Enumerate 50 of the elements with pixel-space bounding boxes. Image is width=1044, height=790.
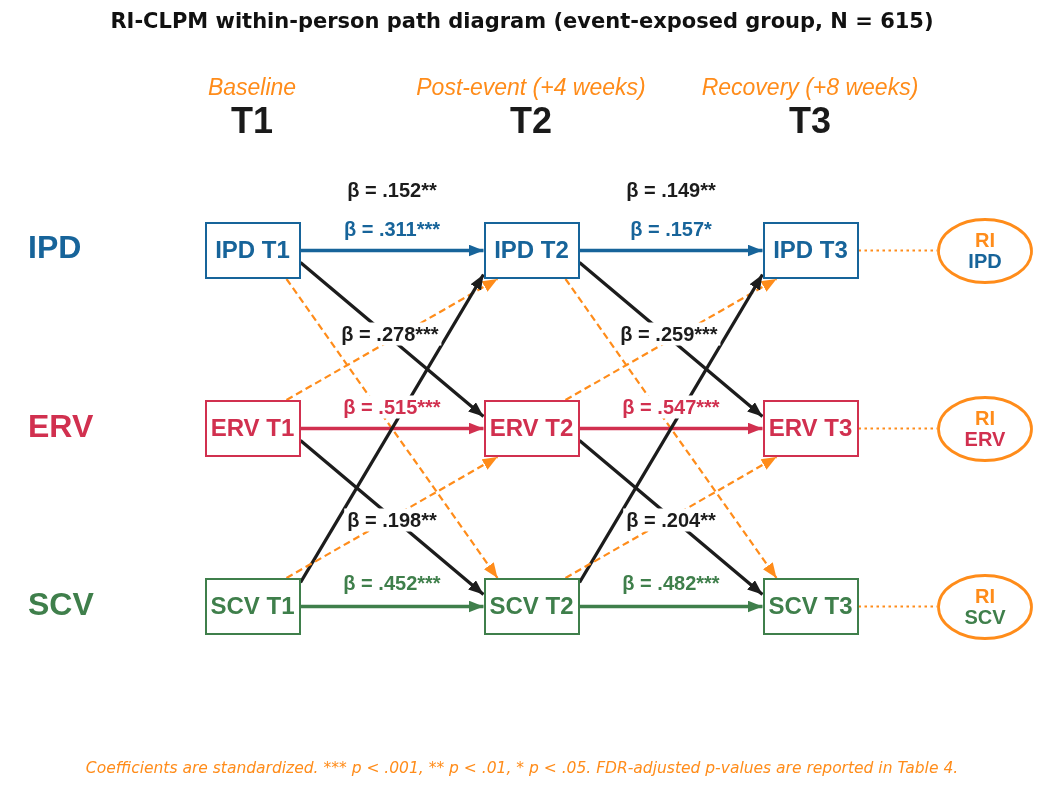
node-label: SCV — [964, 606, 1006, 628]
random-intercept-ellipse — [937, 217, 1033, 284]
row-label: ERV — [28, 409, 94, 445]
variable-box — [762, 400, 859, 457]
variable-box — [762, 222, 859, 279]
time-point-label: T2 — [510, 101, 552, 141]
variable-box — [483, 578, 580, 635]
node-label: IPD T3 — [773, 237, 848, 264]
footnote: Coefficients are standardized. *** p < .001, ** p < .01, * p < .05. FDR-adjusted p-values are reported in Table 4. — [85, 758, 959, 778]
variable-box — [483, 222, 580, 279]
node-label: IPD T2 — [494, 237, 569, 264]
node-label: ERV T1 — [210, 415, 295, 442]
node-label: IPD — [968, 250, 1002, 272]
arrow — [300, 244, 484, 257]
variable-box — [204, 222, 301, 279]
time-period-label: Post-event (+4 weeks) — [416, 75, 646, 101]
node-label: SCV T2 — [489, 593, 574, 620]
arrow — [579, 244, 763, 257]
variable-box — [762, 578, 859, 635]
node-label: ERV — [964, 428, 1006, 450]
row-label: SCV — [28, 587, 94, 623]
node-label: RI — [975, 407, 995, 429]
edge-label: β = .198** — [344, 508, 440, 532]
arrow — [299, 273, 485, 584]
row-label: IPD — [28, 230, 82, 266]
node-label: RI — [975, 229, 995, 251]
node-label: IPD T1 — [215, 237, 290, 264]
variable-box — [204, 578, 301, 635]
time-period-label: Baseline — [207, 75, 297, 101]
variable-box — [483, 400, 580, 457]
random-intercept-ellipse — [937, 395, 1033, 462]
node-label: SCV T3 — [768, 593, 853, 620]
arrow — [579, 422, 763, 435]
random-intercept-ellipse — [937, 573, 1033, 640]
time-period-label: Recovery (+8 weeks) — [701, 75, 919, 101]
arrow — [579, 600, 763, 613]
time-point-label: T1 — [231, 101, 273, 141]
arrow — [300, 600, 484, 613]
arrow — [300, 422, 484, 435]
time-point-label: T3 — [789, 101, 831, 141]
node-label: RI — [975, 585, 995, 607]
node-label: ERV T3 — [768, 415, 853, 442]
arrow — [578, 273, 764, 584]
variable-box — [204, 400, 301, 457]
node-label: ERV T2 — [489, 415, 574, 442]
dashed-arrow — [285, 278, 499, 579]
chart-title: RI-CLPM within-person path diagram (event-exposed group, N = 615) — [110, 9, 934, 35]
dashed-arrow — [564, 278, 778, 579]
edge-label: β = .204** — [623, 508, 719, 532]
node-label: SCV T1 — [210, 593, 295, 620]
